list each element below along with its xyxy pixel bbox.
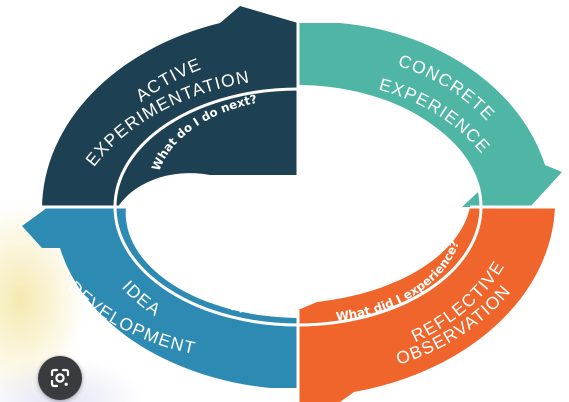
active-experimentation-segment [42, 6, 298, 212]
concrete-experience-segment [298, 23, 562, 207]
reflective-observation-segment [298, 207, 555, 402]
google-lens-icon [50, 368, 70, 388]
idea-development-segment [22, 207, 298, 388]
google-lens-button[interactable] [38, 356, 82, 400]
inner-ring-divider [113, 87, 483, 327]
